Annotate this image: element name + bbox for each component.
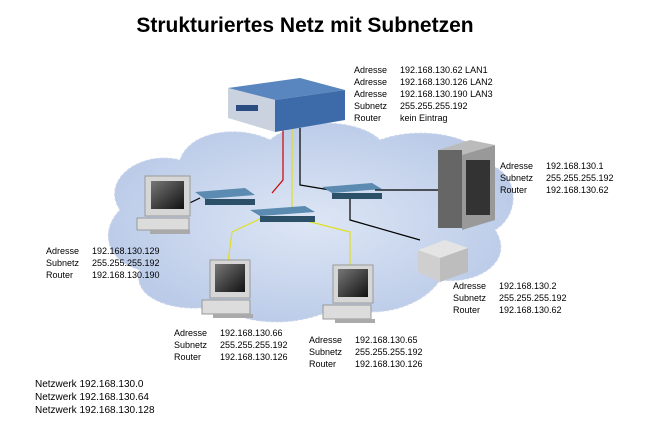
label-key: Adresse — [46, 246, 80, 256]
label-row: Subnetz 255.255.255.192 — [500, 172, 614, 184]
label-value: 192.168.130.126 — [355, 359, 423, 369]
label-row: Subnetz 255.255.255.192 — [174, 339, 288, 351]
printer-device — [418, 240, 468, 282]
label-row: Adresse 192.168.130.129 — [46, 245, 160, 257]
label-row: Router kein Eintrag — [354, 112, 493, 124]
label-value: 192.168.130.66 — [220, 328, 283, 338]
page-title: Strukturiertes Netz mit Subnetzen — [136, 14, 474, 37]
label-value: 192.168.130.129 — [92, 246, 160, 256]
label-row: Adresse 192.168.130.126 LAN2 — [354, 76, 493, 88]
label-key: Adresse — [354, 77, 388, 87]
label-row: Subnetz 255.255.255.192 — [309, 346, 423, 358]
label-key: Adresse — [453, 281, 487, 291]
label-key: Adresse — [309, 335, 343, 345]
label-row: Subnetz 255.255.255.192 — [453, 292, 567, 304]
label-key: Router — [500, 185, 528, 195]
label-key: Adresse — [174, 328, 208, 338]
label-value: 192.168.130.190 LAN3 — [400, 89, 493, 99]
switch-middle — [250, 206, 315, 222]
label-value: 255.255.255.192 — [220, 340, 288, 350]
network-item: Netzwerk 192.168.130.128 — [35, 405, 155, 416]
label-row: Adresse 192.168.130.65 — [309, 334, 423, 346]
label-key: Subnetz — [46, 258, 80, 268]
label-row: Router 192.168.130.62 — [500, 184, 614, 196]
pc-right — [322, 264, 375, 323]
network-item: Netzwerk 192.168.130.0 — [35, 379, 144, 390]
label-value: 192.168.130.126 — [220, 352, 288, 362]
label-key: Subnetz — [354, 101, 388, 111]
label-value: 255.255.255.192 — [546, 173, 614, 183]
label-key: Subnetz — [500, 173, 534, 183]
label-key: Adresse — [500, 161, 534, 171]
label-key: Router — [46, 270, 74, 280]
server-device — [438, 140, 495, 230]
label-value: 192.168.130.126 LAN2 — [400, 77, 493, 87]
network-item: Netzwerk 192.168.130.64 — [35, 392, 149, 403]
label-row: Subnetz 255.255.255.192 — [46, 257, 160, 269]
label-row: Router 192.168.130.126 — [174, 351, 288, 363]
label-key: Subnetz — [174, 340, 208, 350]
label-value: 255.255.255.192 — [355, 347, 423, 357]
label-key: Router — [309, 359, 337, 369]
label-value: 255.255.255.192 — [92, 258, 160, 268]
switch-right — [322, 183, 382, 199]
label-key: Subnetz — [309, 347, 343, 357]
label-row: Router 192.168.130.126 — [309, 358, 423, 370]
label-value: 192.168.130.62 — [546, 185, 609, 195]
label-value: 192.168.130.2 — [499, 281, 557, 291]
label-value: 192.168.130.1 — [546, 161, 604, 171]
label-row: Adresse 192.168.130.190 LAN3 — [354, 88, 493, 100]
label-row: Adresse 192.168.130.62 LAN1 — [354, 64, 493, 76]
label-row: Subnetz 255.255.255.192 — [354, 100, 493, 112]
label-key: Adresse — [354, 89, 388, 99]
label-row: Router 192.168.130.190 — [46, 269, 160, 281]
label-value: 192.168.130.62 LAN1 — [400, 65, 488, 75]
label-value: 192.168.130.65 — [355, 335, 418, 345]
label-key: Subnetz — [453, 293, 487, 303]
label-value: 255.255.255.192 — [400, 101, 468, 111]
label-row: Adresse 192.168.130.2 — [453, 280, 567, 292]
label-row: Router 192.168.130.62 — [453, 304, 567, 316]
label-key: Router — [453, 305, 481, 315]
label-row: Adresse 192.168.130.1 — [500, 160, 614, 172]
label-key: Router — [174, 352, 202, 362]
label-value: 192.168.130.190 — [92, 270, 160, 280]
label-row: Adresse 192.168.130.66 — [174, 327, 288, 339]
router-device — [228, 78, 345, 132]
pc-middle — [201, 259, 253, 318]
label-key: Adresse — [354, 65, 388, 75]
network-list: Netzwerk 192.168.130.0 Netzwerk 192.168.… — [35, 378, 155, 417]
label-value: kein Eintrag — [400, 113, 448, 123]
label-value: 255.255.255.192 — [499, 293, 567, 303]
switch-left — [195, 188, 255, 205]
pc-left — [136, 175, 191, 234]
label-value: 192.168.130.62 — [499, 305, 562, 315]
label-key: Router — [354, 113, 382, 123]
